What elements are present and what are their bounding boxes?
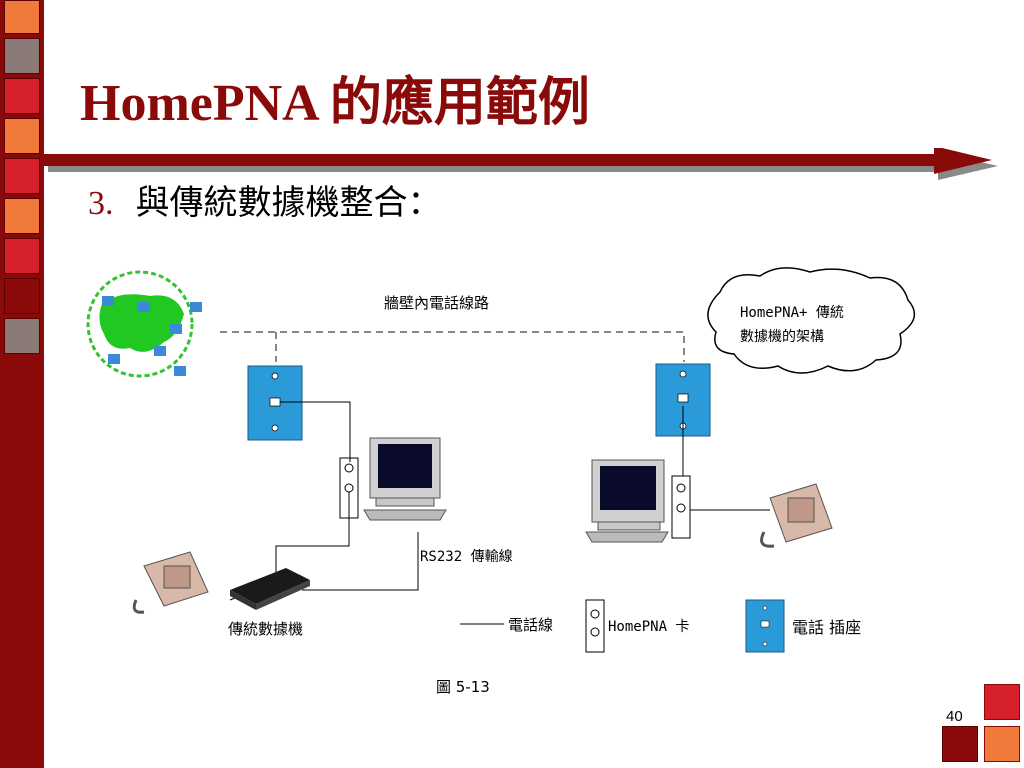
legend-phone-jack-icon	[745, 599, 785, 653]
decor-square	[942, 726, 978, 762]
homepna-diagram: 牆壁內電話線路 HomePNA+ 傳統 數據機的架構 RS232 傳輸線 傳統數…	[80, 262, 920, 702]
telephone-left-icon	[132, 551, 209, 614]
figure-caption: 圖 5-13	[436, 678, 490, 696]
slide-title: HomePNA 的應用範例	[80, 75, 590, 132]
decor-square	[4, 198, 40, 234]
decor-square	[4, 158, 40, 194]
legend-phone-jack-label: 電話 插座	[792, 618, 862, 637]
bullet-item: 3. 與傳統數據機整合：	[88, 186, 442, 221]
phone-jack-left-icon	[247, 365, 303, 441]
modem-icon	[230, 568, 310, 610]
left-decor-bar	[0, 0, 44, 768]
decor-square	[984, 684, 1020, 720]
wall-line-label: 牆壁內電話線路	[384, 294, 490, 312]
decor-square	[4, 318, 40, 354]
title-underline-arrow	[44, 148, 998, 180]
homepna-card-left-icon	[339, 457, 359, 519]
decor-square	[4, 78, 40, 114]
page-number: 40	[946, 708, 963, 725]
diagram-drawing	[86, 267, 916, 653]
legend-homepna-card-label: HomePNA 卡	[608, 619, 690, 635]
modem-label: 傳統數據機	[228, 620, 304, 638]
computer-right-icon	[585, 459, 669, 543]
decor-square	[984, 726, 1020, 762]
telephone-right-icon	[760, 483, 833, 548]
legend-phone-line-label: 電話線	[508, 616, 554, 634]
cloud-text-line2: 數據機的架構	[740, 329, 824, 345]
decor-square	[4, 118, 40, 154]
homepna-card-right-icon	[671, 475, 691, 539]
decor-square	[4, 0, 40, 34]
computer-left-icon	[363, 437, 447, 521]
note-cloud	[707, 267, 916, 374]
cloud-text-line1: HomePNA+ 傳統	[740, 305, 844, 321]
decor-square	[4, 278, 40, 314]
decor-square	[4, 38, 40, 74]
wall-phone-line	[220, 331, 685, 362]
bullet-text: 與傳統數據機整合：	[135, 183, 442, 223]
internet-globe-icon	[86, 270, 202, 378]
bullet-number: 3.	[88, 185, 114, 222]
decor-square	[4, 238, 40, 274]
legend-homepna-card-icon	[585, 599, 605, 653]
rs232-label: RS232 傳輸線	[420, 549, 513, 565]
